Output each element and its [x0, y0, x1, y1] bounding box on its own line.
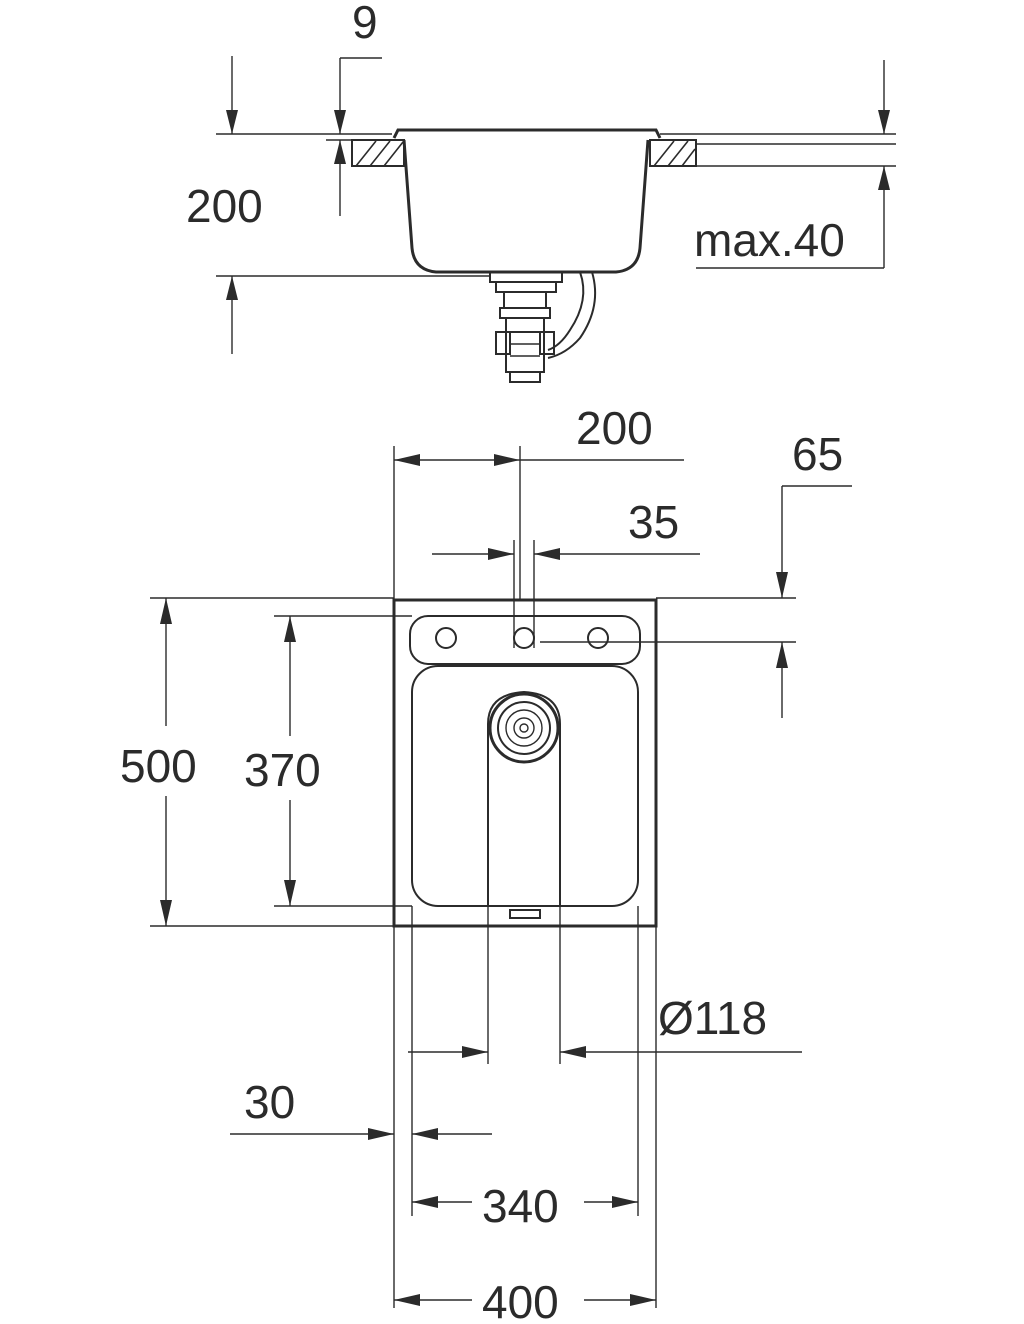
side-view: 9 200 max.40: [186, 0, 896, 383]
side-edge-label: 30: [244, 1076, 295, 1128]
worktop-max-label: max.40: [694, 214, 845, 266]
worktop-left: [351, 139, 405, 167]
tap-hole-right: [587, 627, 609, 649]
tap-offset-label: 200: [576, 402, 653, 454]
bowl-depth-label: 370: [244, 744, 321, 796]
top-view: 200 65 35 500 370 Ø118 30 340 400: [120, 402, 852, 1324]
worktop-right: [649, 139, 697, 167]
tap-hole-center: [513, 627, 535, 649]
tap-hole-diameter-label: 35: [628, 496, 679, 548]
brand-plate: [509, 909, 541, 919]
tap-deck: [409, 615, 641, 665]
tap-hole-left: [435, 627, 457, 649]
rear-edge-label: 65: [792, 428, 843, 480]
drain-fitting: [489, 271, 597, 383]
depth-label: 200: [186, 180, 263, 232]
overall-width-label: 400: [482, 1276, 559, 1324]
sink-rim: [392, 128, 662, 139]
rim-thickness-label: 9: [352, 0, 378, 48]
waste-outlet: [488, 692, 560, 764]
sink-bowl-section: [402, 139, 650, 274]
bowl-outline: [411, 665, 639, 907]
bowl-width-label: 340: [482, 1180, 559, 1232]
waste-diameter-label: Ø118: [658, 992, 767, 1044]
sink-outline: [392, 598, 658, 928]
overall-depth-label: 500: [120, 740, 197, 792]
